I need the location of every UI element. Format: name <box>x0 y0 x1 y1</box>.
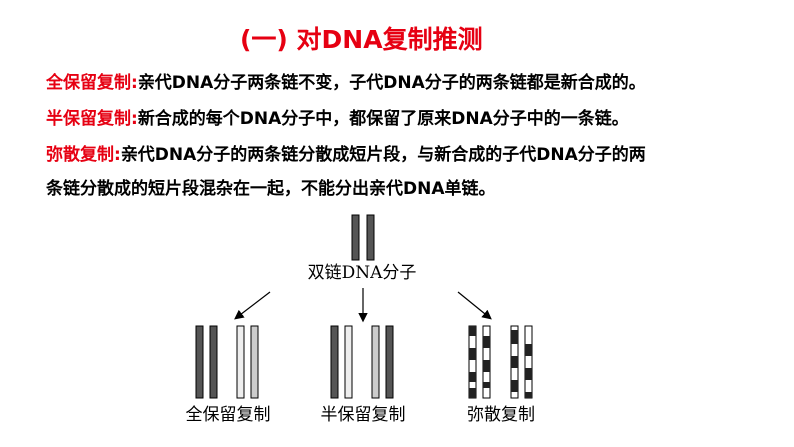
label-conservative: 全保留复制 <box>186 405 271 425</box>
semiconservative-dna-icon <box>331 326 393 398</box>
arrow-left-icon <box>236 292 270 318</box>
dispersive-dna-icon <box>469 326 532 398</box>
parent-label: 双链DNA分子 <box>308 263 417 283</box>
parent-dna-icon <box>352 215 374 260</box>
label-dispersive: 弥散复制 <box>467 405 535 425</box>
conservative-dna-icon <box>196 326 258 398</box>
label-semiconservative: 半保留复制 <box>321 405 406 425</box>
arrow-right-icon <box>458 292 490 318</box>
